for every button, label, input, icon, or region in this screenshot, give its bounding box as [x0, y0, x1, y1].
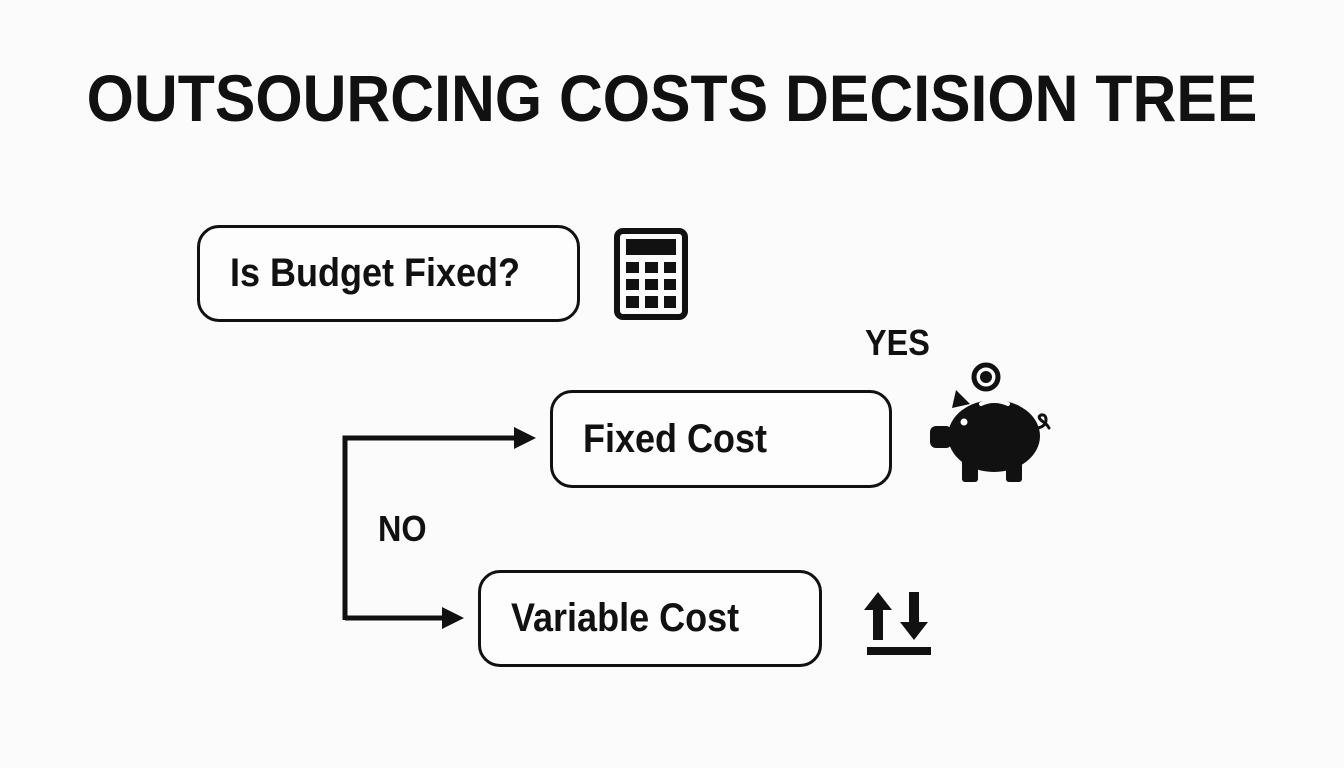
- decision-node-budget: Is Budget Fixed?: [197, 225, 580, 322]
- outcome-node-fixed-cost: Fixed Cost: [550, 390, 892, 488]
- piggy-bank-icon: [930, 362, 1051, 482]
- connector-to-fixed: [342, 435, 520, 620]
- arrowhead-to-fixed: [514, 427, 536, 449]
- decision-node-label: Is Budget Fixed?: [230, 251, 521, 295]
- diagram-title: OUTSOURCING COSTS DECISION TREE: [86, 61, 1258, 135]
- calculator-icon: [614, 228, 688, 320]
- outcome-node-variable-cost: Variable Cost: [478, 570, 822, 667]
- edge-label-no: NO: [378, 508, 427, 549]
- fixed-cost-label: Fixed Cost: [583, 416, 768, 461]
- variable-cost-label: Variable Cost: [511, 596, 740, 640]
- arrowhead-to-variable: [442, 607, 464, 629]
- edge-label-yes: YES: [865, 322, 930, 363]
- up-down-arrows-icon: [864, 592, 931, 655]
